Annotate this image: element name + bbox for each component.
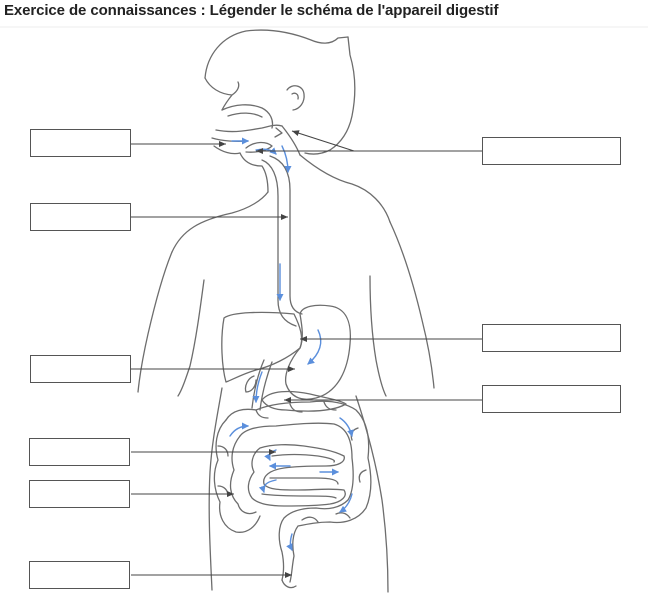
pancreas bbox=[261, 390, 347, 412]
ear-outline bbox=[286, 85, 305, 111]
label-box-7[interactable] bbox=[482, 137, 621, 165]
face-outline bbox=[204, 77, 240, 111]
label-box-8[interactable] bbox=[482, 324, 621, 352]
rectum bbox=[281, 579, 297, 589]
small-intestine bbox=[247, 444, 346, 507]
right-torso-outline bbox=[355, 395, 389, 593]
ear-inner bbox=[291, 92, 299, 100]
flow-arrow-small-4 bbox=[258, 479, 277, 493]
tongue bbox=[245, 141, 273, 153]
hair-outline bbox=[204, 29, 349, 79]
large-intestine bbox=[225, 400, 372, 583]
stomach bbox=[284, 304, 352, 400]
label-box-4[interactable] bbox=[29, 438, 130, 466]
esophagus bbox=[261, 159, 297, 327]
right-shoulder-outline bbox=[389, 221, 435, 389]
label-box-1[interactable] bbox=[30, 129, 131, 157]
flow-arrow-sigmoid bbox=[286, 533, 293, 551]
oral-cavity bbox=[215, 124, 283, 133]
left-shoulder-outline bbox=[137, 251, 173, 393]
flow-arrow-descending bbox=[339, 493, 353, 513]
label-box-5[interactable] bbox=[29, 480, 130, 508]
flow-arrow-stomach bbox=[307, 329, 322, 365]
page-title: Exercice de connaissances : Légender le … bbox=[4, 2, 499, 19]
neck-outline bbox=[171, 191, 269, 253]
nasal-cavity bbox=[221, 104, 274, 129]
leader-line-7b bbox=[291, 130, 355, 152]
right-arm-inner bbox=[369, 275, 387, 397]
left-torso-outline bbox=[208, 387, 223, 591]
flow-arrow-transverse bbox=[339, 417, 354, 437]
flow-arrow-ascending bbox=[229, 422, 249, 437]
label-box-9[interactable] bbox=[482, 385, 621, 413]
label-box-6[interactable] bbox=[29, 561, 130, 589]
gall-bladder bbox=[244, 375, 257, 393]
label-box-3[interactable] bbox=[30, 355, 131, 383]
head-outline bbox=[304, 36, 356, 155]
label-box-2[interactable] bbox=[30, 203, 131, 231]
left-arm-inner bbox=[177, 279, 205, 397]
liver bbox=[221, 311, 303, 383]
flow-arrow-esophagus-top bbox=[281, 145, 292, 173]
flow-arrow-duodenum bbox=[252, 371, 263, 403]
duodenum bbox=[251, 359, 273, 411]
